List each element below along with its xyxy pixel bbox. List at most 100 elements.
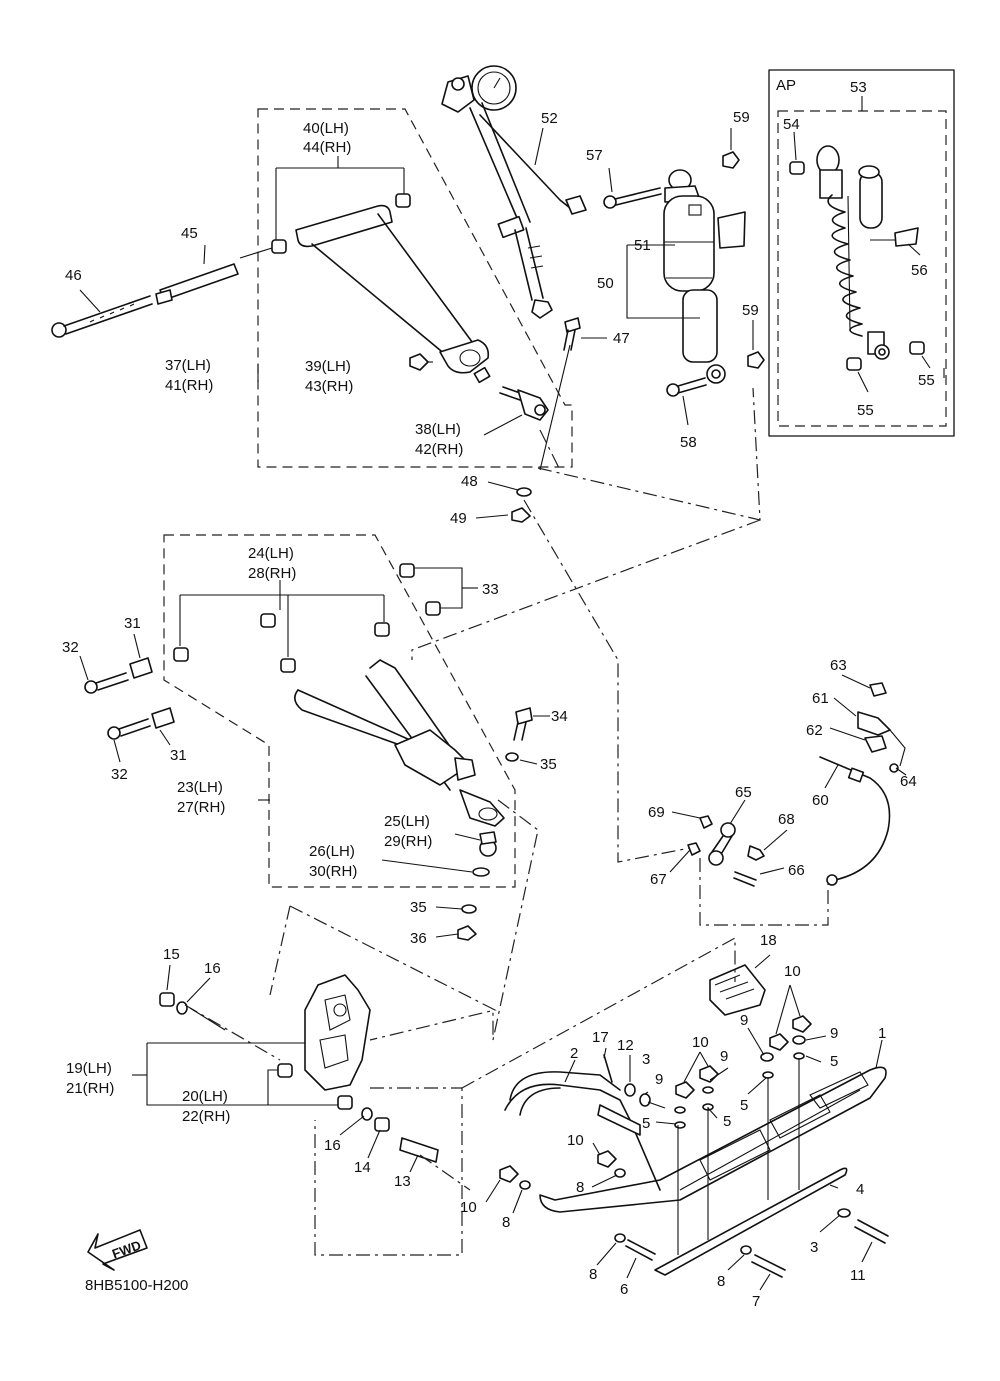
callout: 53 — [850, 79, 867, 96]
callout: 29(RH) — [384, 833, 432, 850]
callout: 55 — [918, 372, 935, 389]
callout: 5 — [642, 1115, 650, 1132]
callout: 49 — [450, 510, 467, 527]
leader-lines — [79, 127, 945, 1291]
callout: 8 — [576, 1179, 584, 1196]
ap-bushings-55 — [846, 341, 925, 371]
lower-arm-collars-bolts — [84, 657, 175, 740]
callout: 50 — [597, 275, 614, 292]
tie-rod-clamps-61-62 — [857, 682, 899, 773]
ball-joint-26 — [472, 831, 497, 877]
callout: 9 — [740, 1012, 748, 1029]
callout: 9 — [655, 1071, 663, 1088]
callout: 61 — [812, 690, 829, 707]
callout: 5 — [830, 1053, 838, 1070]
callout: 28(RH) — [248, 565, 296, 582]
callout: 5 — [723, 1113, 731, 1130]
callout: 17 — [592, 1029, 609, 1046]
callout: 10 — [460, 1199, 477, 1216]
callout: 25(LH) — [384, 813, 430, 830]
ski-handle-2 — [509, 1071, 641, 1136]
callout: 65 — [735, 784, 752, 801]
fwd-arrow-icon: FWD — [87, 1229, 148, 1271]
callout: 39(LH) — [305, 358, 351, 375]
callout: 54 — [783, 116, 800, 133]
callout: 14 — [354, 1159, 371, 1176]
callout: 60 — [812, 792, 829, 809]
callout: 16 — [324, 1137, 341, 1154]
callout: 12 — [617, 1037, 634, 1054]
callout: 37(LH) — [165, 357, 211, 374]
callout: 26(LH) — [309, 843, 355, 860]
callout: 16 — [204, 960, 221, 977]
callout: 21(RH) — [66, 1080, 114, 1097]
callout: 35 — [410, 899, 427, 916]
callout: 55 — [857, 402, 874, 419]
spindle-bushings — [159, 992, 439, 1163]
callout: 32 — [62, 639, 79, 656]
shock-bolts — [603, 151, 765, 397]
callout: 46 — [65, 267, 82, 284]
tie-rod-cable — [819, 756, 891, 886]
callout: 10 — [567, 1132, 584, 1149]
callout: 34 — [551, 708, 568, 725]
ap-bushing-54 — [789, 161, 805, 175]
callout: 3 — [810, 1239, 818, 1256]
shock-absorber — [663, 169, 726, 384]
callout: 10 — [784, 963, 801, 980]
ap-label: AP — [776, 77, 796, 94]
callout: 62 — [806, 722, 823, 739]
callout: 59 — [733, 109, 750, 126]
callout: 67 — [650, 871, 667, 888]
link-65 — [687, 815, 765, 887]
callout: 30(RH) — [309, 863, 357, 880]
callout: 52 — [541, 110, 558, 127]
lower-arm-dashed-box — [163, 534, 516, 888]
upper-arm-shaft-bolt — [51, 263, 239, 338]
ski-bumper-18 — [709, 964, 766, 1016]
callout: 64 — [900, 773, 917, 790]
callout-labels: 8HB5100-H200 AP 1 2 3 3 4 5 5 5 5 6 7 8 … — [62, 77, 935, 1310]
lower-arm-bushings — [173, 563, 441, 673]
ap-shock-absorber — [816, 145, 890, 360]
callout: 8 — [717, 1273, 725, 1290]
callout: 33 — [482, 581, 499, 598]
callout: 13 — [394, 1173, 411, 1190]
washers-35-nut-36 — [457, 752, 519, 941]
callout: 6 — [620, 1281, 628, 1298]
callout: 56 — [911, 262, 928, 279]
upper-arm-dashed-box — [257, 108, 573, 468]
callout: 23(LH) — [177, 779, 223, 796]
callout: 48 — [461, 473, 478, 490]
callout: 27(RH) — [177, 799, 225, 816]
callout: 38(LH) — [415, 421, 461, 438]
callout: 31 — [170, 747, 187, 764]
callout: 10 — [692, 1034, 709, 1051]
callout: 2 — [570, 1045, 578, 1062]
lower-arm — [294, 659, 505, 827]
callout: 1 — [878, 1025, 886, 1042]
callout: 24(LH) — [248, 545, 294, 562]
callout: 66 — [788, 862, 805, 879]
tie-rod-bolt-47 — [539, 317, 581, 471]
callout: 8 — [502, 1214, 510, 1231]
callout: 5 — [740, 1097, 748, 1114]
callout: 40(LH) — [303, 120, 349, 137]
callout: 20(LH) — [182, 1088, 228, 1105]
diagram-code: 8HB5100-H200 — [85, 1277, 188, 1294]
ski — [504, 1066, 887, 1213]
ap-label-56-part — [894, 227, 919, 247]
upper-arm — [295, 204, 491, 384]
ball-joint-38 — [499, 386, 549, 421]
callout: 8 — [589, 1266, 597, 1283]
callout: 18 — [760, 932, 777, 949]
callout: 32 — [111, 766, 128, 783]
callout: 51 — [634, 237, 651, 254]
washer-48-nut-49 — [511, 487, 532, 523]
callout: 35 — [540, 756, 557, 773]
callout: 69 — [648, 804, 665, 821]
callout: 45 — [181, 225, 198, 242]
callout: 43(RH) — [305, 378, 353, 395]
spindle — [304, 974, 371, 1091]
